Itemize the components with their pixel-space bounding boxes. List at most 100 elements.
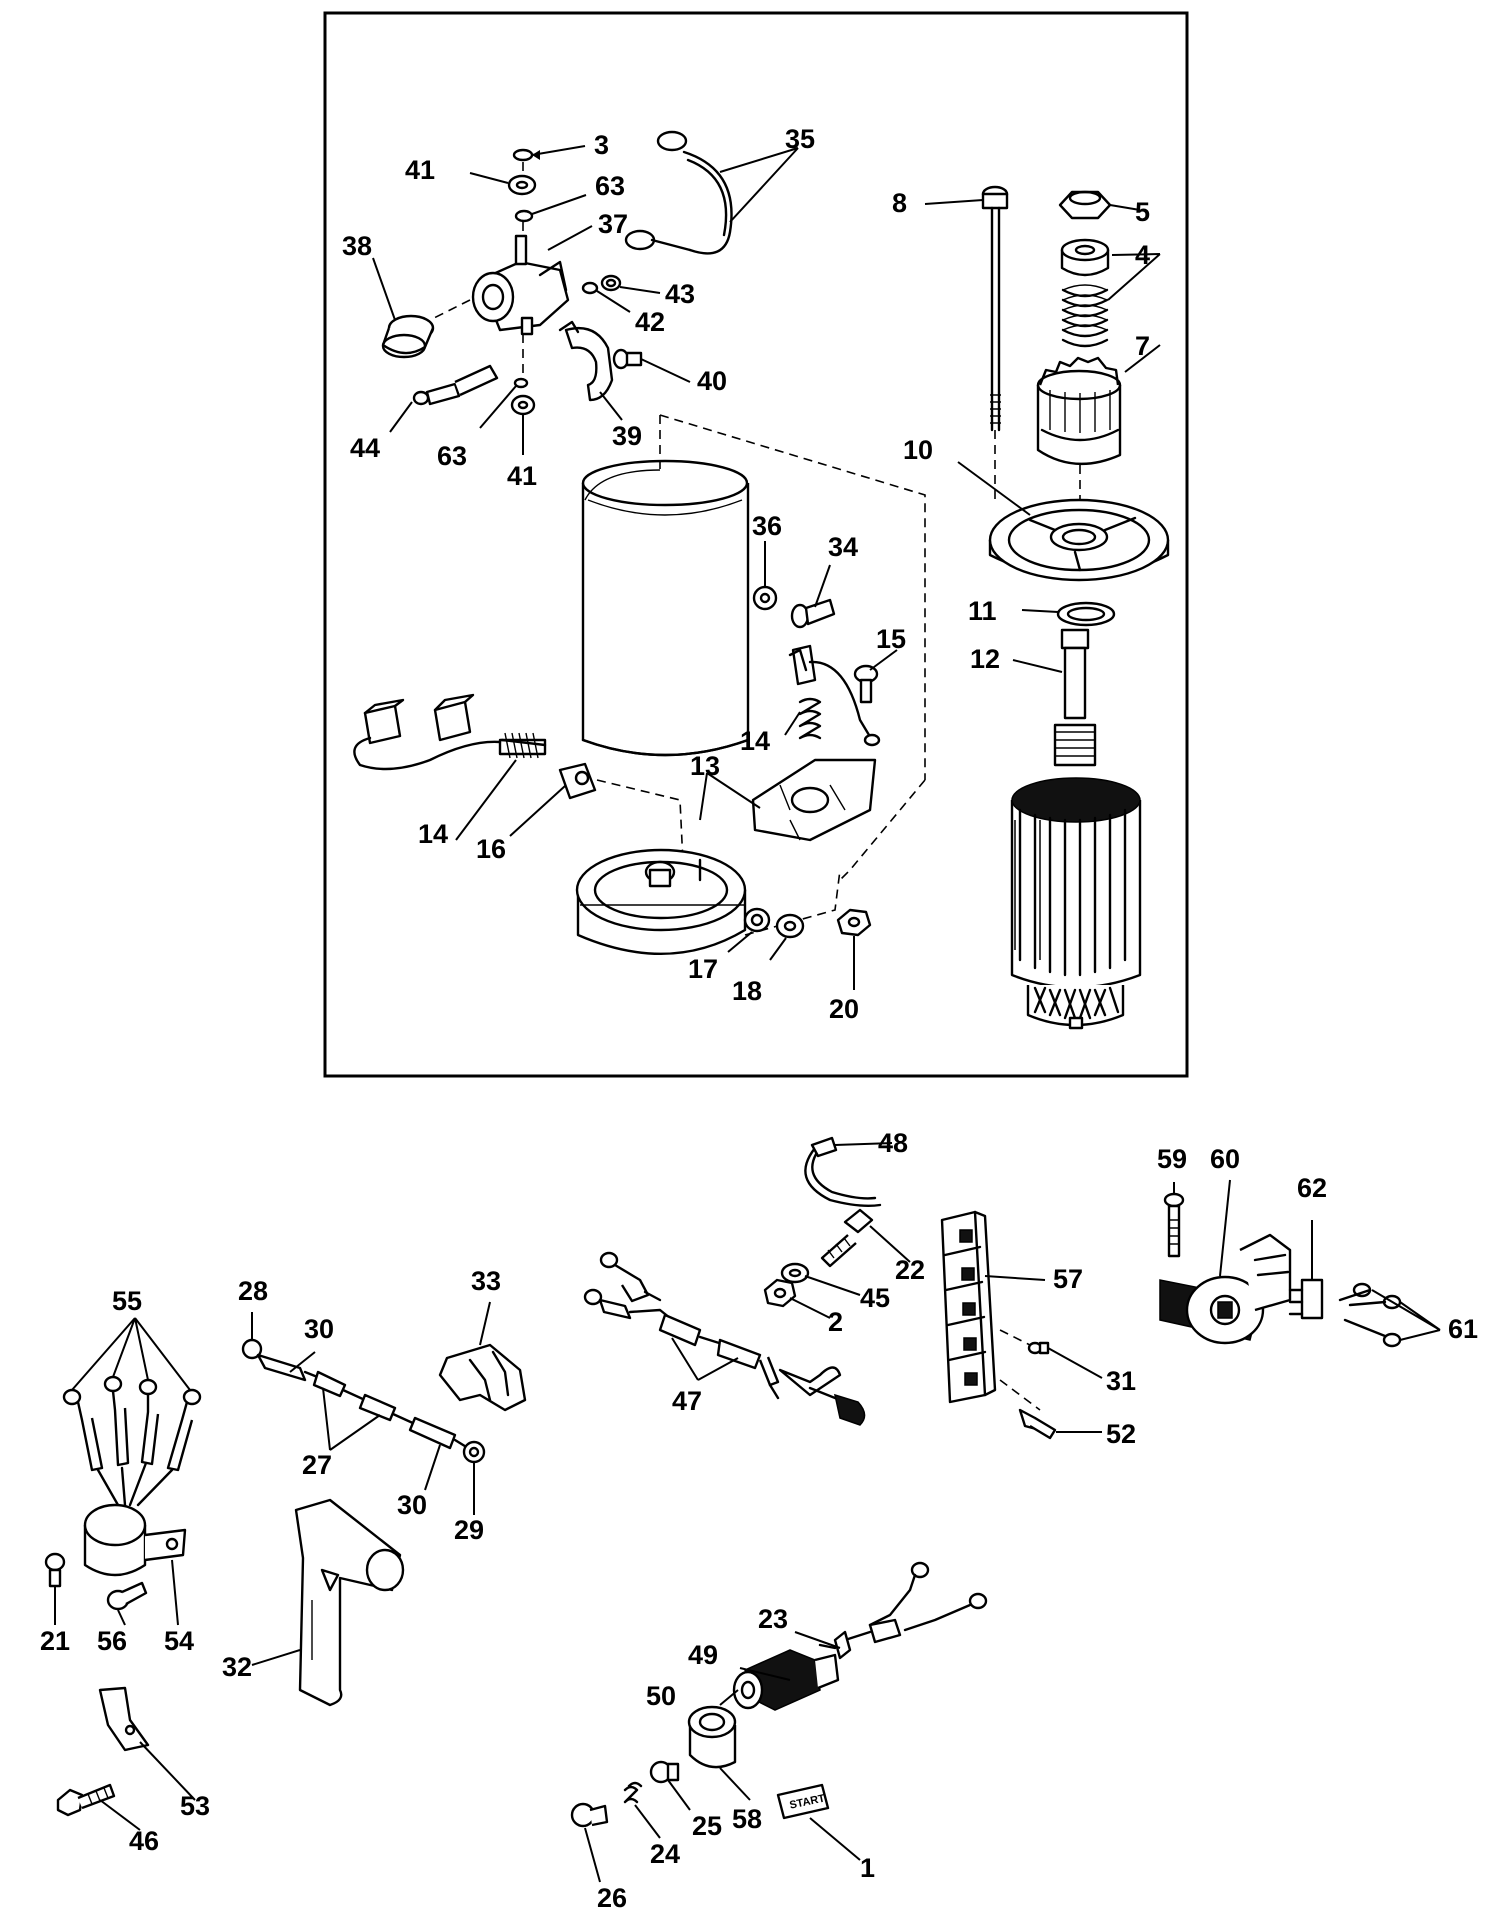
part-16-clip [558,762,597,800]
label-3: 3 [594,130,609,160]
part-63-washer-top [514,209,534,223]
part-37-solenoid [471,234,570,336]
part-40-screw [612,348,643,370]
part-55-harness [62,1375,202,1507]
label-43: 43 [665,279,695,309]
label-15: 15 [876,624,906,654]
part-39-bracket [558,320,614,402]
label-5: 5 [1135,197,1150,227]
label-56: 56 [97,1626,127,1656]
label-31: 31 [1106,1366,1136,1396]
label-32: 32 [222,1652,252,1682]
label-48: 48 [878,1128,908,1158]
part-32-handle [294,1498,405,1707]
label-27: 27 [302,1450,332,1480]
label-21: 21 [40,1626,70,1656]
label-60: 60 [1210,1144,1240,1174]
label-30-lower: 30 [397,1490,427,1520]
label-55: 55 [112,1286,142,1316]
label-28: 28 [238,1276,268,1306]
label-14-left: 14 [418,819,448,849]
label-34: 34 [828,532,858,562]
label-2: 2 [828,1307,843,1337]
part-4-collar-spring [1060,238,1110,348]
label-45: 45 [860,1283,890,1313]
starter-assembly-frame [323,11,1189,1078]
part-31-screw [1027,1341,1050,1355]
label-16: 16 [476,834,506,864]
label-22: 22 [895,1255,925,1285]
part-8-through-bolt [981,185,1009,432]
label-61: 61 [1448,1314,1478,1344]
leader-lines [54,145,1441,1883]
part-13-brush-plate [751,758,877,842]
part-41-nut-top [507,174,537,196]
part-17-washer [743,907,771,933]
part-60-relay [1159,1233,1292,1345]
part-22-bolt [820,1208,874,1268]
label-41-top: 41 [405,155,435,185]
label-4: 4 [1135,240,1150,270]
part-frame-housing [581,459,750,757]
part-56-screw [106,1581,148,1611]
part-33-grommet [438,1343,527,1412]
label-52: 52 [1106,1419,1136,1449]
label-50: 50 [646,1681,676,1711]
label-37: 37 [598,209,628,239]
part-14-brushes-left [353,693,547,771]
part-3-washer [512,148,534,162]
label-29: 29 [454,1515,484,1545]
label-44: 44 [350,433,380,463]
part-58-switch-bezel [687,1705,737,1769]
label-35: 35 [785,124,815,154]
label-12: 12 [970,644,1000,674]
label-46: 46 [129,1826,159,1856]
part-54-solenoid [83,1503,187,1577]
part-15-screw [853,664,879,704]
part-53-clip [98,1686,150,1752]
part-48-strap [804,1136,882,1208]
label-20: 20 [829,994,859,1024]
part-42-washer [581,281,599,295]
part-5-nut [1058,190,1112,220]
label-54: 54 [164,1626,194,1656]
part-59-screw [1163,1192,1185,1258]
part-1-start-decal: START [776,1783,830,1820]
label-47: 47 [672,1386,702,1416]
part-46-bolt [56,1783,116,1817]
part-21-screw [44,1552,66,1588]
part-10-end-plate [988,498,1170,582]
solenoid-group [381,130,733,416]
label-57: 57 [1053,1264,1083,1294]
part-38-boot [381,314,435,359]
label-41-lower: 41 [507,461,537,491]
label-38: 38 [342,231,372,261]
label-17: 17 [688,954,718,984]
label-23: 23 [758,1604,788,1634]
part-12-armature [1010,628,1142,1030]
part-47-cable-assembly [583,1251,866,1426]
label-11: 11 [968,596,997,626]
part-62-connector [1288,1278,1324,1320]
part-44-connector [412,364,499,406]
part-26-button [570,1802,609,1828]
label-36: 36 [752,511,782,541]
part-end-cap [575,848,747,955]
part-61-leads [1338,1282,1402,1348]
label-49: 49 [688,1640,718,1670]
part-50-ignition-switch [732,1649,840,1711]
part-35-cable [624,130,733,255]
label-8: 8 [892,188,907,218]
label-18: 18 [732,976,762,1006]
part-23-wire-harness [818,1561,988,1660]
label-62: 62 [1297,1173,1327,1203]
part-7-drive-pinion [1036,356,1122,465]
label-33: 33 [471,1266,501,1296]
label-13: 13 [690,751,720,781]
part-25-plunger [649,1760,680,1784]
label-10: 10 [903,435,933,465]
part-43-lockwasher [600,274,622,292]
label-42: 42 [635,307,665,337]
part-2-nut [763,1278,797,1308]
